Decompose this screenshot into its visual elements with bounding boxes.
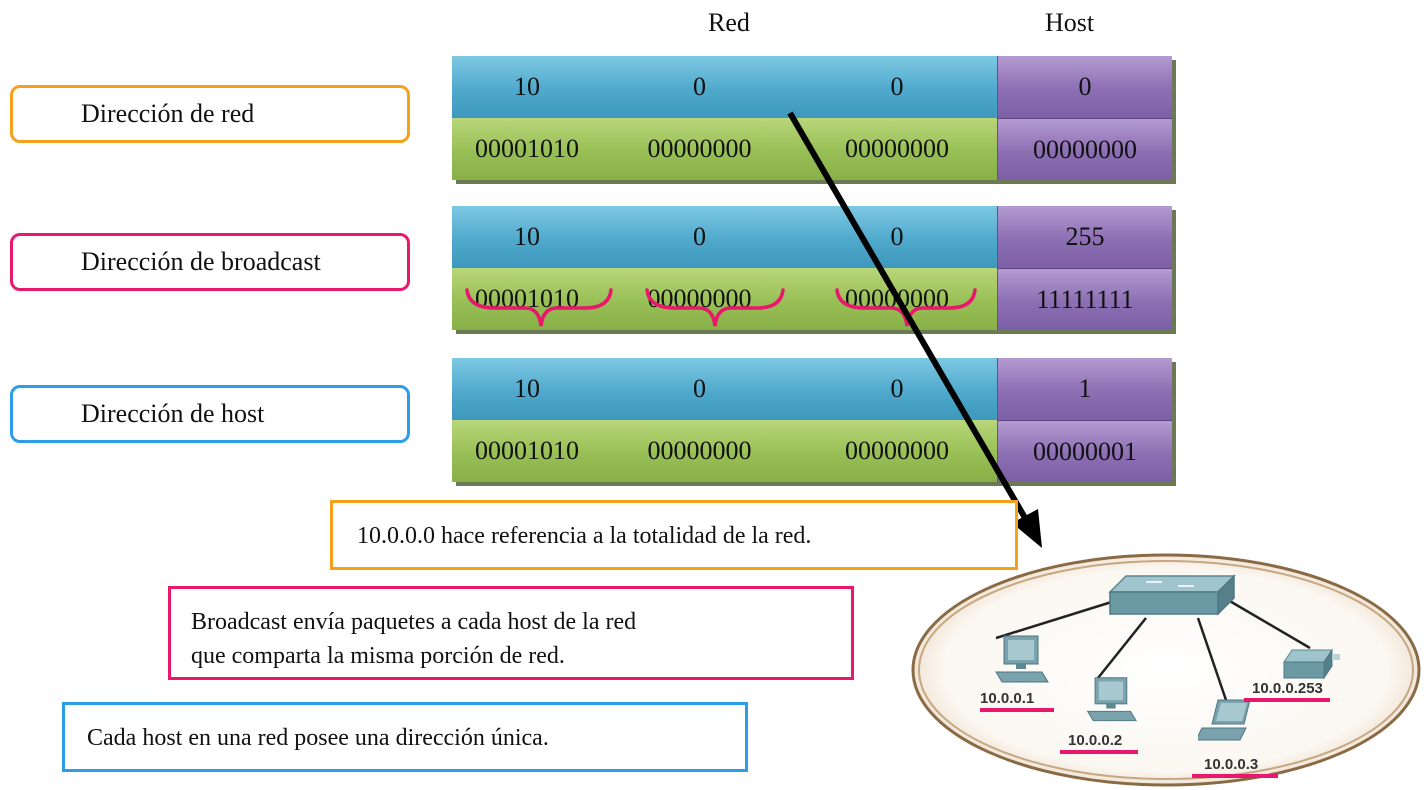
pc-icon xyxy=(1086,677,1137,722)
network-portion-braces xyxy=(465,288,977,327)
decimal-row: 10 0 0 xyxy=(452,56,997,118)
binary-octet-4: 11111111 xyxy=(997,268,1172,330)
label-network-address: Dirección de red xyxy=(10,85,410,143)
octet-3: 0 xyxy=(890,374,904,403)
binary-octet-1: 00001010 xyxy=(475,134,579,163)
arrow-icon xyxy=(787,111,1042,548)
ip-underline xyxy=(1192,774,1278,778)
address-table-network: 10 0 0 0 00001010 00000000 00000000 0000… xyxy=(452,56,1172,180)
brace-icon xyxy=(465,288,613,327)
brace-icon xyxy=(835,288,977,327)
ip-underline xyxy=(1244,698,1330,702)
note-text-line-1: Broadcast envía paquetes a cada host de … xyxy=(191,609,637,635)
label-host-address: Dirección de host xyxy=(10,385,410,443)
switch-icon xyxy=(1108,574,1236,616)
header-host: Host xyxy=(1045,8,1095,37)
binary-octet-1: 00001010 xyxy=(475,436,579,465)
label-text: Dirección de host xyxy=(81,399,265,428)
binary-octet-4: 00000001 xyxy=(997,420,1172,482)
octet-3: 0 xyxy=(890,72,904,101)
octet-1: 10 xyxy=(514,374,540,403)
note-network-address: 10.0.0.0 hace referencia a la totalidad … xyxy=(330,500,1018,570)
octet-4: 0 xyxy=(997,56,1172,118)
decimal-row: 10 0 0 xyxy=(452,358,997,420)
note-text: 10.0.0.0 hace referencia a la totalidad … xyxy=(357,523,812,549)
binary-row: 00001010 00000000 00000000 xyxy=(452,118,997,180)
network-ellipse xyxy=(911,553,1421,787)
note-text-line-2: que comparta la misma porción de red. xyxy=(191,643,565,669)
label-broadcast-address: Dirección de broadcast xyxy=(10,233,410,291)
brace-icon xyxy=(645,288,785,327)
ip-underline xyxy=(1060,750,1138,754)
printer-icon xyxy=(1283,648,1340,680)
decimal-row: 10 0 0 xyxy=(452,206,997,268)
header-net: Red xyxy=(708,8,750,37)
ip-label: 10.0.0.253 xyxy=(1252,680,1323,697)
note-broadcast: Broadcast envía paquetes a cada host de … xyxy=(168,586,854,680)
ip-label: 10.0.0.1 xyxy=(980,690,1035,707)
octet-1: 10 xyxy=(514,72,540,101)
octet-4: 255 xyxy=(997,206,1172,268)
network-diagram: 10.0.0.1 10.0.0.2 10.0.0.3 10.0.0.253 xyxy=(908,540,1424,790)
octet-4: 1 xyxy=(997,358,1172,420)
address-table-host: 10 0 0 1 00001010 00000000 00000000 0000… xyxy=(452,358,1172,482)
binary-octet-3: 00000000 xyxy=(845,436,949,465)
binary-octet-2: 00000000 xyxy=(647,134,752,163)
note-host: Cada host en una red posee una dirección… xyxy=(62,702,748,772)
octet-2: 0 xyxy=(693,222,706,251)
binary-octet-2: 00000000 xyxy=(647,436,752,465)
ip-underline xyxy=(980,708,1054,712)
binary-octet-4: 00000000 xyxy=(997,118,1172,180)
pc-icon xyxy=(995,635,1049,683)
label-text: Dirección de red xyxy=(81,99,255,128)
binary-row: 00001010 00000000 00000000 xyxy=(452,420,997,482)
octet-2: 0 xyxy=(693,72,706,101)
note-text: Cada host en una red posee una dirección… xyxy=(87,725,549,751)
binary-octet-3: 00000000 xyxy=(845,134,949,163)
octet-3: 0 xyxy=(890,222,904,251)
ip-label: 10.0.0.3 xyxy=(1204,756,1259,773)
label-text: Dirección de broadcast xyxy=(81,247,321,276)
octet-1: 10 xyxy=(514,222,540,251)
ip-label: 10.0.0.2 xyxy=(1068,732,1123,749)
laptop-icon xyxy=(1198,699,1251,741)
octet-2: 0 xyxy=(693,374,706,403)
